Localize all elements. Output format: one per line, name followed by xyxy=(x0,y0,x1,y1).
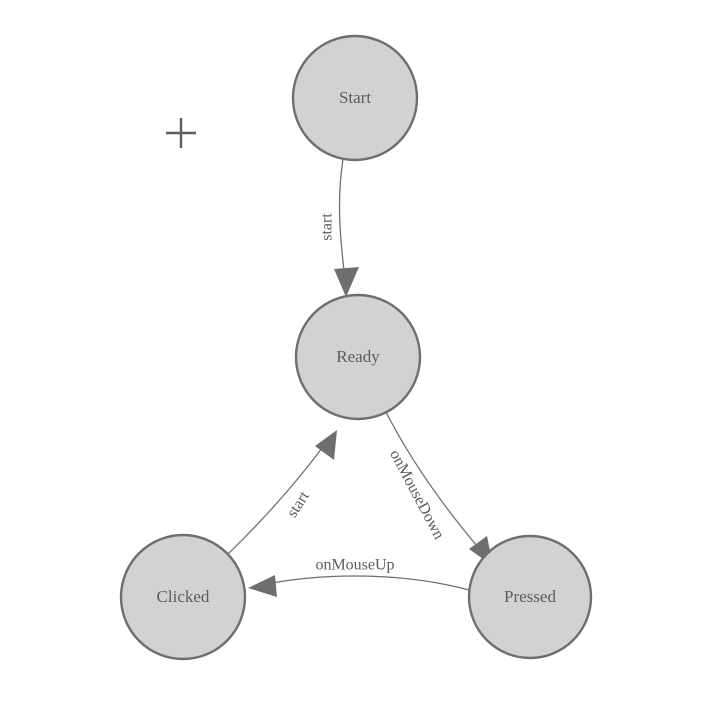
node-start-label: Start xyxy=(339,88,371,107)
edge-ready-to-pressed-path[interactable] xyxy=(385,411,483,553)
edge-pressed-to-clicked-label: onMouseUp xyxy=(315,557,394,574)
edge-pressed-to-clicked-path[interactable] xyxy=(265,575,470,591)
node-ready-label: Ready xyxy=(336,347,380,366)
edge-start-to-ready-path[interactable] xyxy=(338,158,346,280)
edge-clicked-to-ready[interactable]: start xyxy=(227,430,337,555)
edge-start-to-ready-label: start xyxy=(319,213,336,241)
edge-pressed-to-clicked[interactable]: onMouseUp xyxy=(248,557,470,597)
edge-start-to-ready-arrowhead xyxy=(334,267,359,297)
node-start[interactable]: Start xyxy=(291,34,419,162)
crosshair-icon[interactable] xyxy=(166,118,196,148)
node-start-circle[interactable] xyxy=(291,34,419,162)
node-pressed-label: Pressed xyxy=(504,587,556,606)
edge-start-to-ready[interactable]: start xyxy=(319,158,359,297)
edge-clicked-to-ready-arrowhead xyxy=(315,430,337,460)
node-pressed-circle[interactable] xyxy=(467,534,593,660)
node-clicked[interactable]: Clicked xyxy=(119,533,247,661)
node-layer: Start Ready Clicked Pressed xyxy=(119,34,593,661)
edge-ready-to-pressed-label: onMouseDown xyxy=(386,447,447,542)
node-pressed[interactable]: Pressed xyxy=(467,534,593,660)
node-clicked-label: Clicked xyxy=(157,587,210,606)
edge-clicked-to-ready-label: start xyxy=(284,488,314,521)
edge-clicked-to-ready-path[interactable] xyxy=(227,443,326,555)
node-ready-circle[interactable] xyxy=(294,293,422,421)
edge-ready-to-pressed[interactable]: onMouseDown xyxy=(385,411,493,566)
node-clicked-circle[interactable] xyxy=(119,533,247,661)
edge-pressed-to-clicked-arrowhead xyxy=(248,575,277,597)
node-ready[interactable]: Ready xyxy=(294,293,422,421)
